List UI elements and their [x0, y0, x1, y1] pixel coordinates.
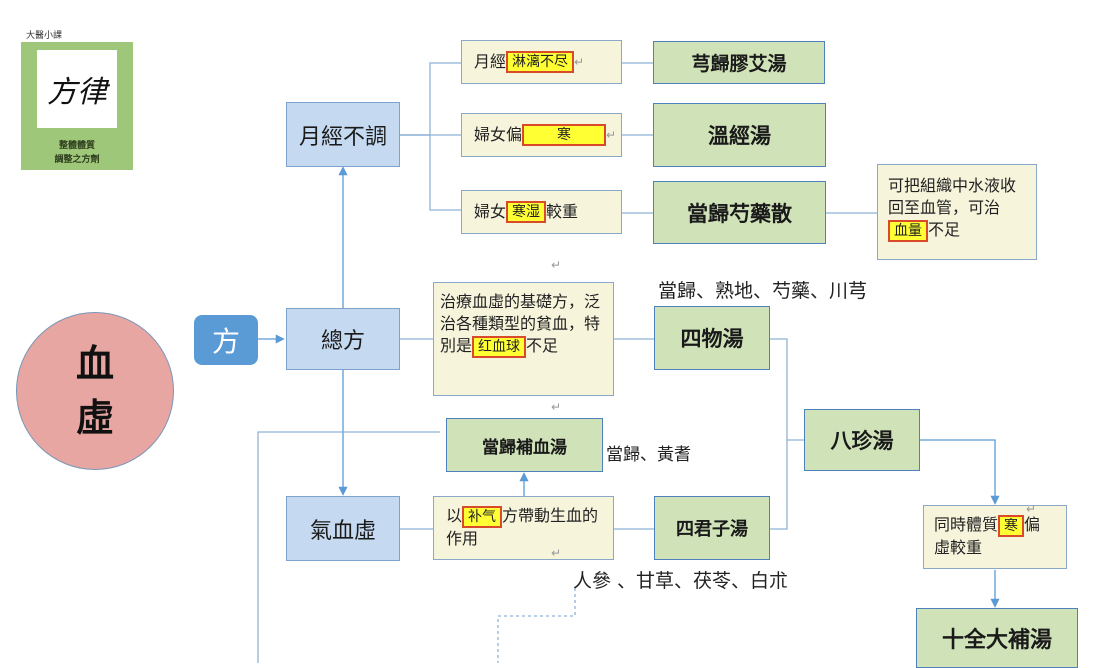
highlight-term: 淋漓不尽 [506, 51, 575, 73]
return-mark: ↵ [574, 55, 585, 69]
formula-danggui-shaoyao: 當歸芍藥散 [653, 181, 826, 244]
ingredients-danggui-buxue: 當歸、黃耆 [606, 445, 691, 465]
return-mark: ↵ [606, 128, 617, 142]
category-qi-blood: 氣血虛 [286, 496, 400, 561]
note-text: 可把組織中水液收回至血管，可治 [888, 176, 1017, 217]
logo-subtitle-1: 整體體質 [58, 141, 95, 151]
return-mark: ↵ [551, 400, 562, 414]
highlight-term: 血量 [888, 219, 928, 242]
note-text-after: 較重 [546, 202, 579, 221]
note-text: 月經 [474, 52, 507, 71]
category-menstrual: 月經不調 [286, 102, 400, 167]
formula-si-wu: 四物湯 [654, 306, 770, 370]
note-menstrual-1: 月經 淋漓不尽 ↵ [461, 40, 622, 84]
return-mark: ↵ [551, 546, 562, 560]
formula-wen-jing: 溫經湯 [653, 103, 826, 167]
highlight-term: 寒 [522, 124, 607, 146]
logo-subtitle-2: 調整之方劑 [54, 155, 100, 165]
formula-shi-quan-da-bu: 十全大補湯 [916, 608, 1078, 668]
note-text-after: 方帶動生血的作用 [446, 506, 599, 548]
logo-caption: 大醫小課 [26, 31, 63, 41]
formula-xiong-gui-jiao-ai: 芎歸膠艾湯 [653, 41, 825, 84]
formula-danggui-buxue: 當歸補血湯 [446, 418, 603, 472]
note-text: 婦女 [474, 202, 507, 221]
note-qi-blood: 以补气方帶動生血的作用 [433, 496, 614, 560]
ingredients-si-wu: 當歸、熟地、芍藥、川芎 [658, 280, 868, 302]
highlight-term: 补气 [462, 505, 503, 528]
root-line-1: 血 [75, 341, 114, 386]
note-bazhen: 同時體質寒偏虛較重 [923, 505, 1067, 569]
formula-si-junzi: 四君子湯 [654, 496, 770, 560]
category-general: 總方 [286, 308, 400, 370]
formula-ba-zhen: 八珍湯 [804, 409, 920, 471]
ingredients-si-junzi: 人參 、甘草、茯苓、白朮 [573, 570, 789, 592]
note-text-after: 不足 [928, 220, 961, 239]
root-node: 血 虛 [16, 312, 174, 470]
logo-calligraphy: 方律 [37, 50, 117, 128]
return-mark: ↵ [551, 258, 562, 272]
note-menstrual-2: 婦女偏 寒 ↵ [461, 113, 622, 157]
highlight-term: 红血球 [472, 335, 527, 358]
note-text: 治療血虛的基礎方，泛治各種類型的貧血，特別是 [440, 292, 601, 355]
note-text-after: 不足 [526, 336, 559, 355]
highlight-term: 寒 [998, 514, 1025, 537]
highlight-term: 寒湿 [506, 201, 547, 223]
note-menstrual-3: 婦女 寒湿 較重 [461, 190, 622, 234]
fang-tag: 方 [194, 315, 258, 365]
note-danggui-shaoyao: 可把組織中水液收回至血管，可治血量不足 [877, 164, 1037, 260]
note-text: 同時體質 [934, 515, 999, 534]
logo-badge: 方律 整體體質 調整之方劑 [21, 42, 133, 170]
note-text-after: 偏虛較重 [934, 515, 1041, 557]
return-mark: ↵ [1026, 502, 1037, 516]
note-text: 婦女偏 [474, 125, 523, 144]
root-line-2: 虛 [75, 395, 114, 440]
note-general: 治療血虛的基礎方，泛治各種類型的貧血，特別是红血球不足 [433, 282, 614, 396]
note-text: 以 [446, 506, 463, 525]
